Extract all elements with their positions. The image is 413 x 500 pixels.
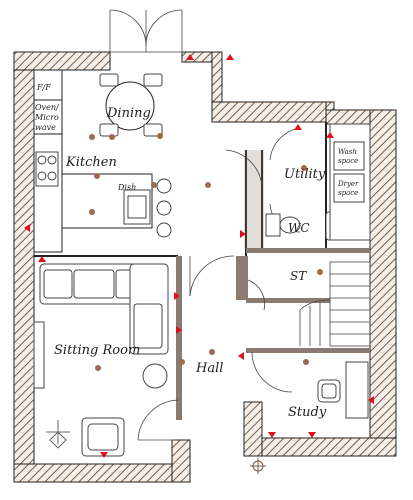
appliance-label-oven-2: Micro xyxy=(34,113,59,122)
patio-doors xyxy=(109,9,183,53)
appliance-label-wash-2: space xyxy=(338,157,358,165)
bar-stools xyxy=(156,178,172,238)
room-label-hall: Hall xyxy=(195,361,223,376)
kitchen-counters xyxy=(33,69,153,253)
interior-wall-fills xyxy=(176,150,370,420)
room-label-kitchen: Kitchen xyxy=(65,155,117,170)
sitting-room-furniture xyxy=(33,263,169,457)
study-furniture xyxy=(317,361,369,419)
appliance-label-dryer-1: Dryer xyxy=(337,180,359,188)
appliance-label-oven-1: Oven/ xyxy=(35,103,60,112)
dining-table xyxy=(99,73,163,137)
appliance-label-dish: Dish xyxy=(117,183,136,192)
room-label-utility: Utility xyxy=(284,167,326,182)
entrance-marker-icon xyxy=(250,458,266,474)
room-label-sitting-room: Sitting Room xyxy=(54,343,140,358)
room-label-wc: WC xyxy=(288,221,310,235)
exterior-walls xyxy=(13,51,397,483)
appliance-label-ff: F/F xyxy=(36,83,51,92)
room-label-study: Study xyxy=(288,405,327,420)
sockets xyxy=(24,54,374,458)
appliance-label-oven-3: wave xyxy=(35,123,56,132)
appliance-label-wash-1: Wash xyxy=(338,148,357,156)
room-label-st: ST xyxy=(290,269,307,283)
utility-fixtures xyxy=(329,123,371,241)
room-label-dining: Dining xyxy=(106,106,151,121)
light-points xyxy=(89,133,323,371)
appliance-label-dryer-2: space xyxy=(338,189,358,197)
staircase xyxy=(299,261,371,347)
